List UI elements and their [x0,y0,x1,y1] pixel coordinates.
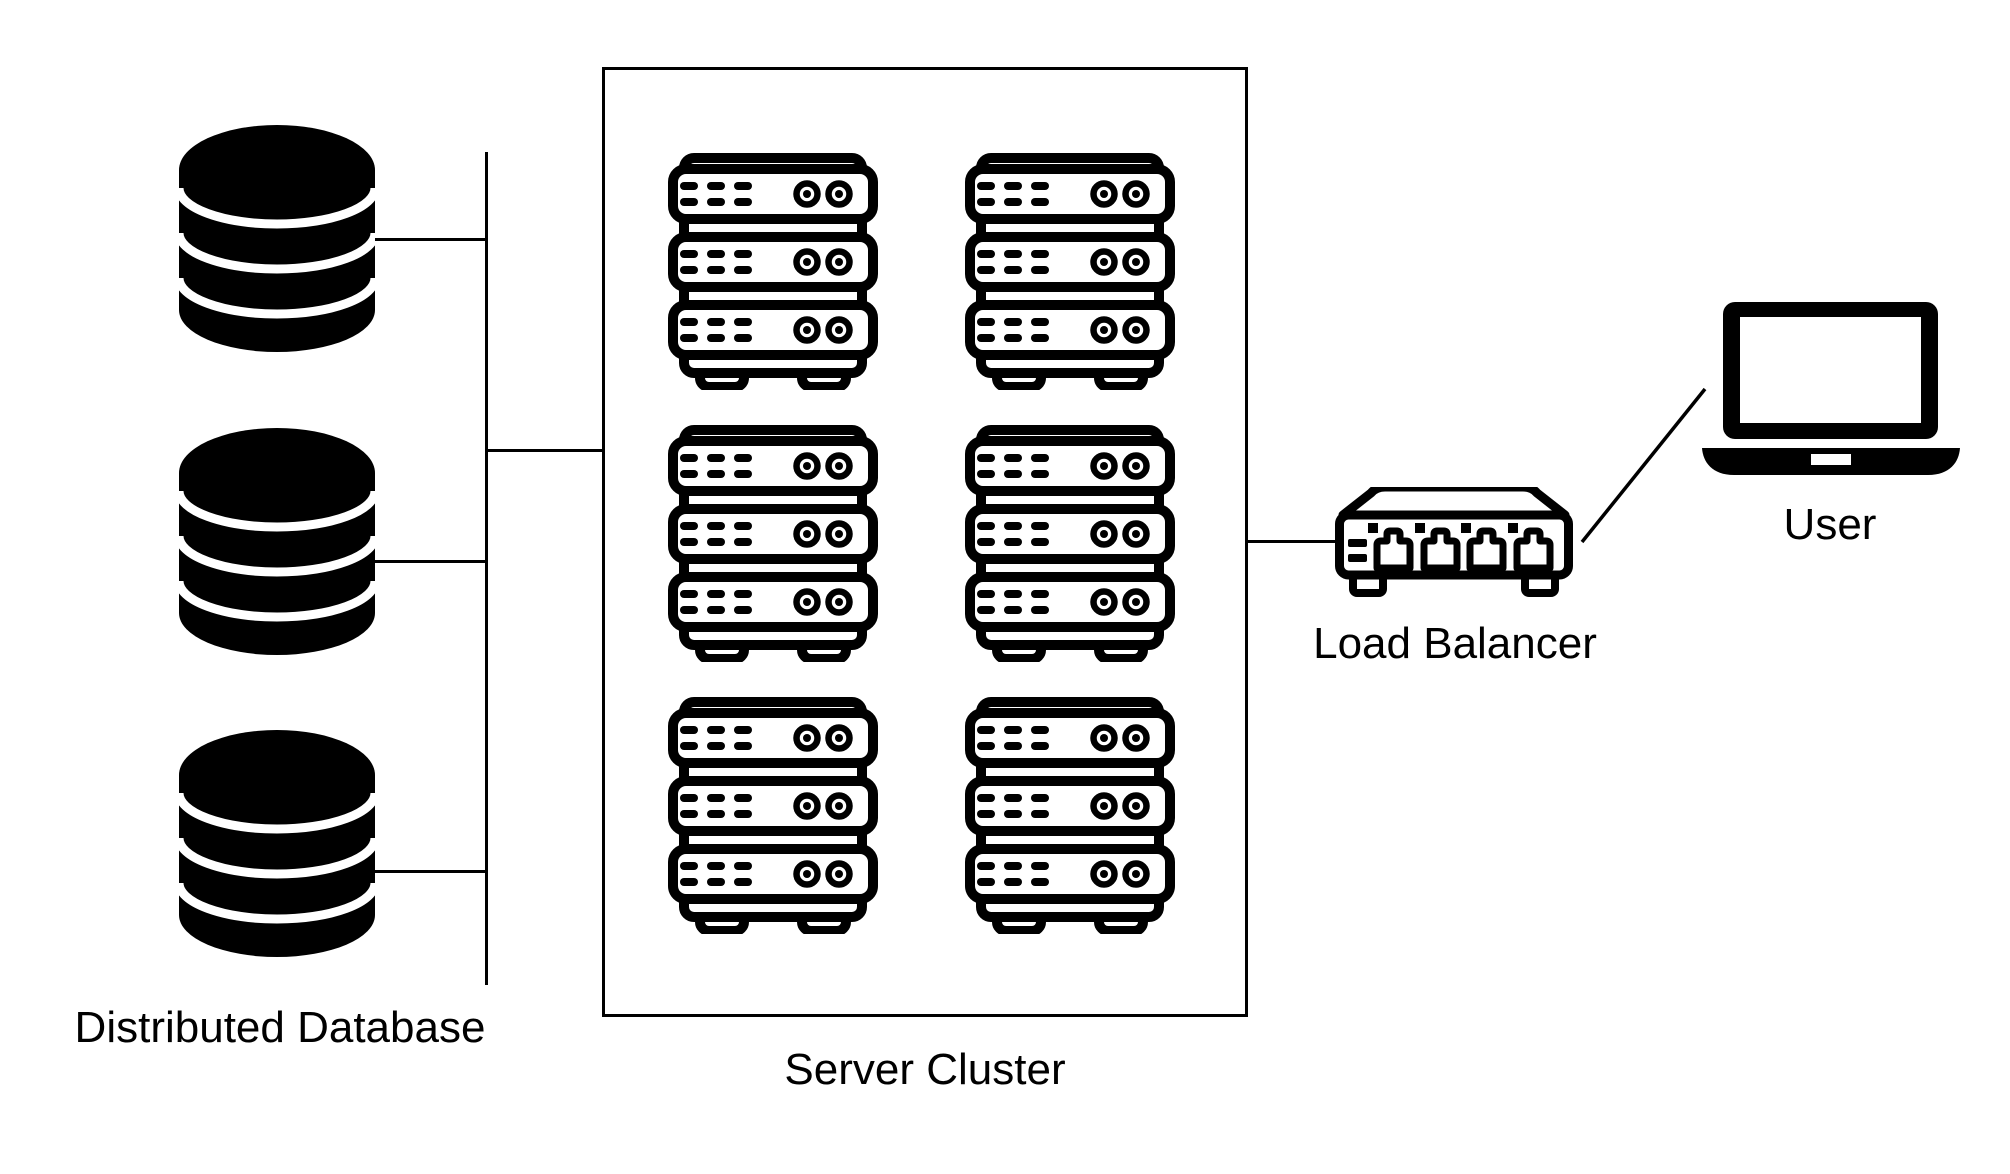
database-icon [179,125,375,355]
database-icon [179,428,375,658]
database-icon [179,730,375,960]
server-rack-icon [965,153,1175,390]
connector-line-trunk [485,152,488,985]
distributed-database-label: Distributed Database [74,1003,486,1052]
connector-line-db3 [375,870,485,873]
server-rack-icon [668,425,878,662]
server-rack-icon [965,697,1175,934]
connector-line-lb-to-user [1580,387,1707,544]
network-switch-icon [1335,487,1573,599]
connector-line-trunk-to-cluster [488,449,602,452]
server-rack-icon [668,697,878,934]
load-balancer-label: Load Balancer [1313,619,1597,668]
laptop-icon [1700,302,1962,477]
connector-line-db1 [375,238,485,241]
server-rack-icon [965,425,1175,662]
connector-line-cluster-to-lb [1248,540,1335,543]
user-label: User [1783,500,1877,549]
server-rack-icon [668,153,878,390]
connector-line-db2 [375,560,485,563]
server-cluster-label: Server Cluster [784,1045,1066,1094]
server-cluster-box [602,67,1248,1017]
